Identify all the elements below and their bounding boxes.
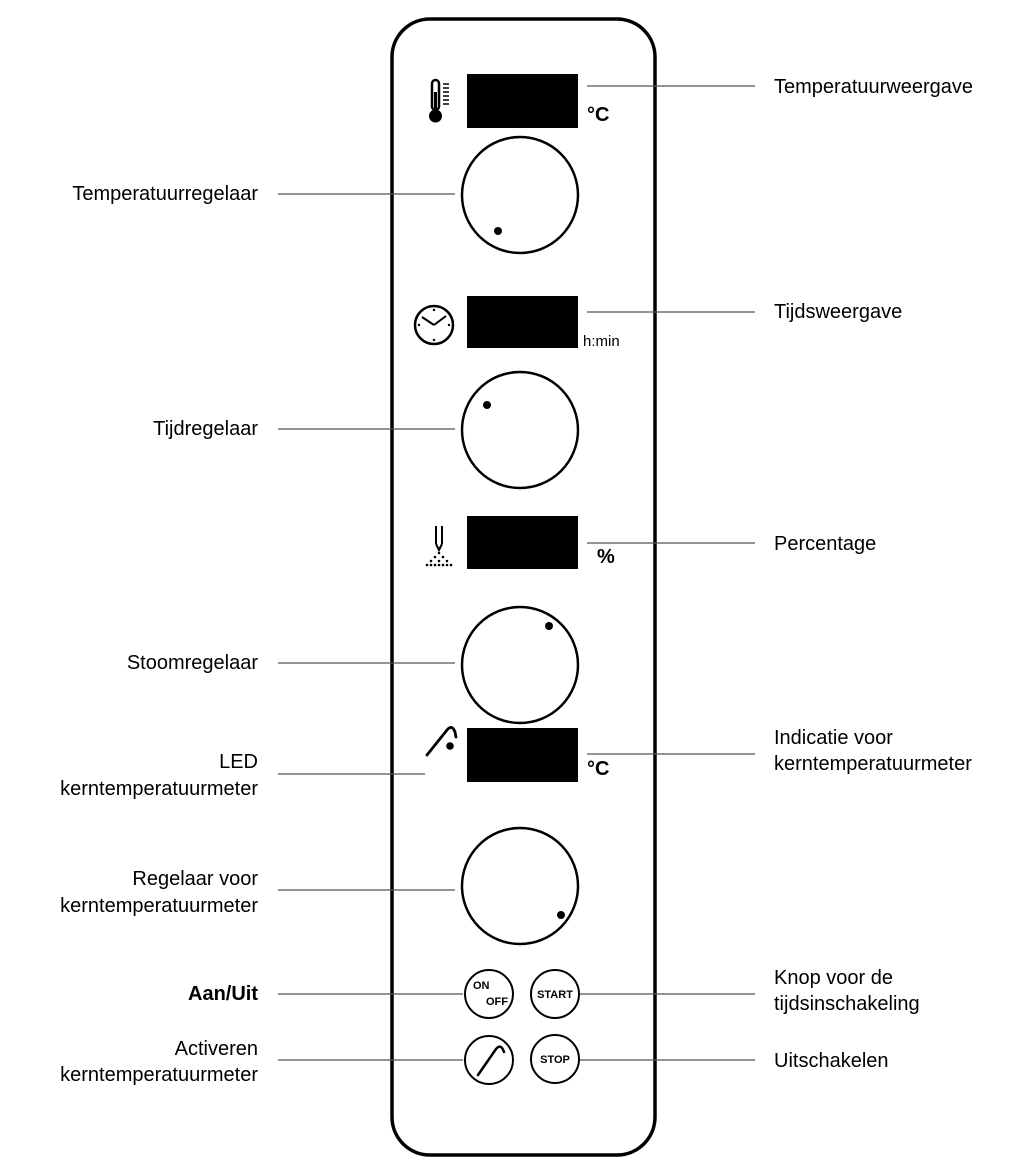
core-probe-icon (476, 1045, 506, 1077)
core-probe-button[interactable] (464, 1035, 514, 1085)
core-temperature-unit: °C (587, 758, 609, 780)
steam-unit: % (597, 546, 615, 568)
control-panel-outline (390, 17, 657, 1157)
on-off-button-label-off: OFF (486, 996, 508, 1008)
label-steam-controller: Stoomregelaar (127, 652, 259, 674)
label-percentage: Percentage (774, 533, 876, 555)
label-time-controller: Tijdregelaar (153, 418, 258, 440)
label-temperature-controller: Temperatuurregelaar (72, 183, 258, 205)
on-off-button[interactable]: ON OFF (464, 969, 514, 1019)
start-button[interactable]: START (530, 969, 580, 1019)
thermometer-icon (429, 78, 449, 123)
core-temperature-knob[interactable] (460, 826, 580, 946)
knob-indicator-dot (557, 911, 565, 919)
on-off-button-label-on: ON (473, 980, 490, 992)
label-core-controller-line1: Regelaar voor (132, 868, 258, 890)
knob-indicator-dot (494, 227, 502, 235)
core-probe-icon (425, 726, 458, 757)
label-core-led-line2: kerntemperatuurmeter (60, 778, 258, 800)
knob-indicator-dot (545, 622, 553, 630)
knob-indicator-dot (483, 401, 491, 409)
start-button-label: START (537, 989, 573, 1001)
temperature-knob[interactable] (460, 135, 580, 255)
temperature-unit: °C (587, 104, 609, 126)
core-led (446, 742, 454, 750)
time-knob[interactable] (460, 370, 580, 490)
label-timer-button-line1: Knop voor de (774, 967, 893, 989)
label-activate-core-line1: Activeren (175, 1038, 258, 1060)
label-temperature-display: Temperatuurweergave (774, 76, 973, 98)
time-display (467, 296, 578, 348)
label-core-led-line1: LED (219, 751, 258, 773)
label-core-indication-line2: kerntemperatuurmeter (774, 753, 972, 775)
label-core-controller-line2: kerntemperatuurmeter (60, 895, 258, 917)
steam-icon (425, 526, 453, 567)
label-activate-core-line2: kerntemperatuurmeter (60, 1064, 258, 1086)
stop-button[interactable]: STOP (530, 1034, 580, 1084)
label-core-indication-line1: Indicatie voor (774, 727, 893, 749)
label-timer-button-line2: tijdsinschakeling (774, 993, 920, 1015)
time-unit: h:min (583, 333, 620, 350)
core-temperature-display (467, 728, 578, 782)
stop-button-label: STOP (540, 1054, 570, 1066)
temperature-display (467, 74, 578, 128)
label-switch-off: Uitschakelen (774, 1050, 889, 1072)
label-time-display: Tijdsweergave (774, 301, 902, 323)
steam-knob[interactable] (460, 605, 580, 725)
steam-display (467, 516, 578, 569)
clock-icon (413, 304, 455, 346)
label-on-off: Aan/Uit (188, 983, 258, 1005)
